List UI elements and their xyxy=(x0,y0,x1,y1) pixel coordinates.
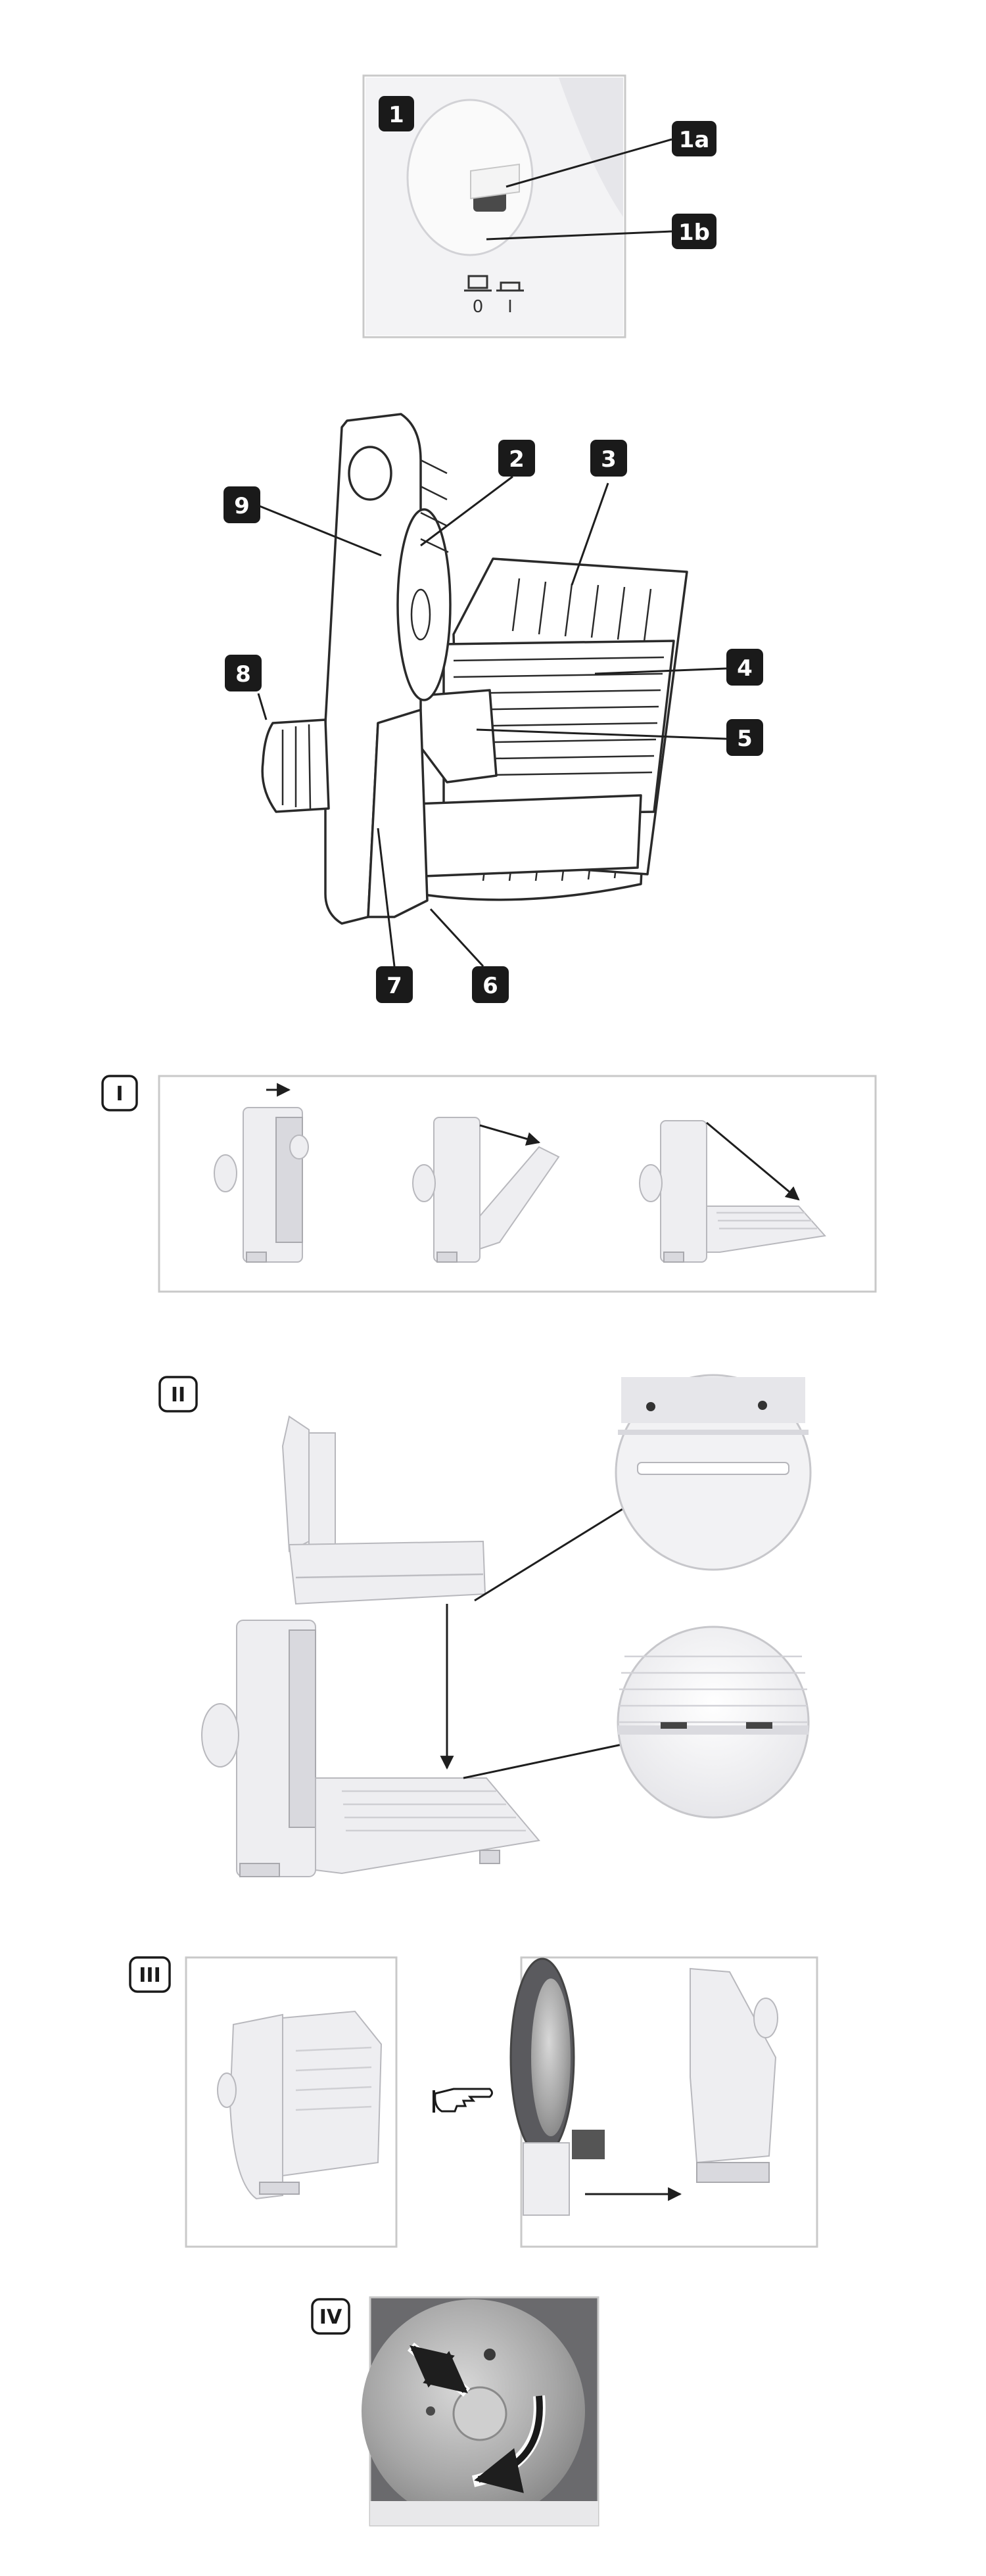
callout-9: 9 xyxy=(223,486,260,523)
svg-text:8: 8 xyxy=(235,661,251,688)
svg-text:5: 5 xyxy=(737,726,753,752)
callout-3: 3 xyxy=(590,440,627,477)
callout-1b: 1b xyxy=(672,214,716,249)
slicer-assembled xyxy=(201,1620,540,1877)
slicer-opening xyxy=(412,1117,560,1263)
step-I-badge: I xyxy=(101,1075,138,1112)
main-parts-diagram: 2 3 4 5 6 7 8 9 xyxy=(223,413,763,1003)
slicer-folded xyxy=(217,2010,383,2200)
callout-6: 6 xyxy=(472,966,509,1003)
switch-symbol-off: 0 xyxy=(464,275,492,317)
callout-1a: 1a xyxy=(672,121,716,156)
step-III-remove-carriage: III xyxy=(129,1956,818,2248)
svg-text:1: 1 xyxy=(388,102,404,128)
blade-hub xyxy=(452,2386,507,2441)
svg-text:7: 7 xyxy=(387,973,402,999)
carriage-unit xyxy=(281,1415,486,1605)
top-window xyxy=(348,446,392,501)
svg-text:2: 2 xyxy=(509,446,525,473)
carriage-detached xyxy=(690,1967,778,2183)
step-IV-blade-removal: IV xyxy=(311,2296,599,2527)
svg-text:III: III xyxy=(139,1964,161,1987)
switch-symbol-on: I xyxy=(496,281,524,317)
step-II-badge: II xyxy=(158,1376,198,1413)
svg-text:II: II xyxy=(171,1384,185,1407)
housing-front-panel xyxy=(367,709,429,918)
callout-2: 2 xyxy=(498,440,535,477)
callout-7: 7 xyxy=(376,966,413,1003)
svg-text:6: 6 xyxy=(482,973,498,999)
switch-label-I: I xyxy=(507,297,513,317)
zoom-detail-hook xyxy=(615,1374,812,1571)
svg-text:1a: 1a xyxy=(679,127,710,153)
svg-text:3: 3 xyxy=(601,446,617,473)
step-II-attach-tray: II xyxy=(158,1374,812,1877)
step-I-unfold: I xyxy=(101,1075,877,1293)
svg-text:I: I xyxy=(116,1083,123,1106)
step-III-badge: III xyxy=(129,1956,171,1993)
svg-text:4: 4 xyxy=(737,655,753,682)
svg-text:IV: IV xyxy=(319,2306,342,2329)
slicer-closed xyxy=(214,1107,309,1263)
callout-8: 8 xyxy=(225,655,262,691)
callout-5: 5 xyxy=(726,719,763,756)
pointing-hand-icon xyxy=(433,2088,493,2113)
zoom-detail-slot xyxy=(617,1626,810,1819)
straight-double-arrow-icon xyxy=(407,2342,471,2397)
svg-text:9: 9 xyxy=(234,493,250,519)
figure-1-switch-closeup: 0 I 1 1a 1b xyxy=(362,74,716,339)
svg-text:1b: 1b xyxy=(678,220,710,246)
step-IV-badge: IV xyxy=(311,2298,350,2335)
carriage-ribs xyxy=(511,578,652,642)
figure-1-badge: 1 xyxy=(379,96,414,131)
slicer-open xyxy=(639,1120,826,1263)
blade xyxy=(396,508,452,701)
switch-label-0: 0 xyxy=(473,297,484,317)
curved-arrow-icon xyxy=(471,2395,546,2493)
blade-detached xyxy=(509,1957,605,2216)
callout-4: 4 xyxy=(726,649,763,686)
